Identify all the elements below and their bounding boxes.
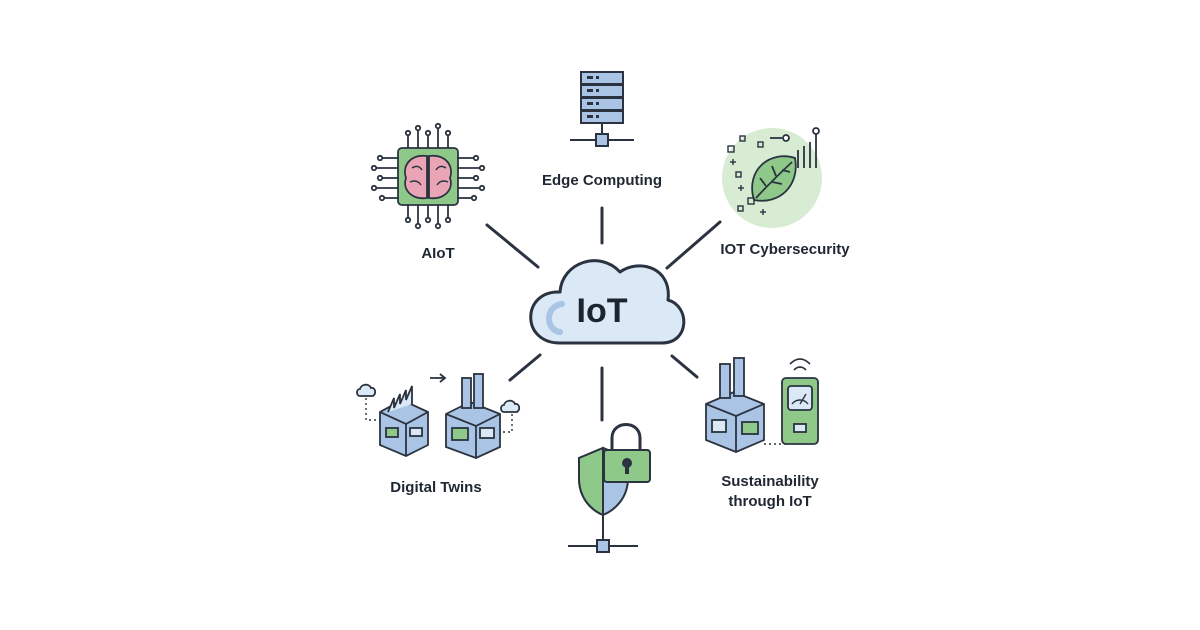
label-aiot: AIoT [421, 245, 455, 262]
label-iot-cybersecurity: IOT Cybersecurity [720, 241, 850, 258]
server-rack-icon [570, 71, 634, 147]
leaf-circuit-icon [722, 127, 822, 228]
shield-lock-icon [568, 423, 651, 553]
connector-twins [508, 353, 542, 382]
label-sustainability: Sustainability through IoT [700, 472, 840, 512]
connector-sustain [670, 354, 699, 379]
brain-chip-icon [370, 122, 486, 230]
connector-lines [485, 206, 722, 422]
factory-twins-icon [356, 373, 521, 459]
connector-aiot [485, 223, 540, 269]
label-sustainability-line1: Sustainability [721, 473, 819, 490]
connector-cyber [665, 220, 722, 270]
label-digital-twins: Digital Twins [390, 479, 482, 496]
cloud-icon [529, 259, 686, 345]
label-sustainability-line2: through IoT [728, 493, 812, 510]
center-label: IoT [576, 292, 628, 330]
label-edge-computing: Edge Computing [542, 172, 662, 189]
factory-meter-icon [705, 357, 819, 453]
